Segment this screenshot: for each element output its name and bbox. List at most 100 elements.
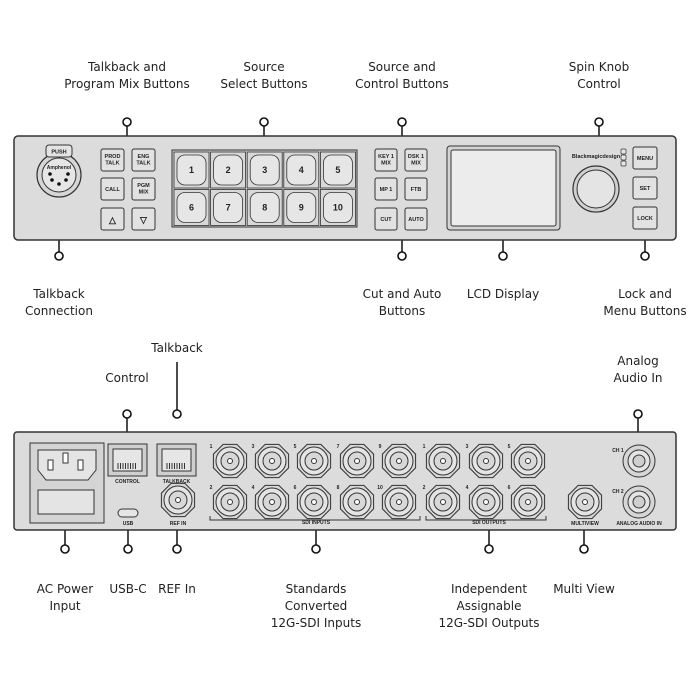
button-label: FTB <box>411 187 422 193</box>
callout-marker <box>498 251 508 261</box>
sdi-input-4[interactable] <box>254 484 290 520</box>
control-button-5[interactable]: AUTO <box>404 207 428 231</box>
sdi-output-4[interactable] <box>468 484 504 520</box>
source-button-7[interactable]: 7 <box>210 189 247 226</box>
source-button-label: 4 <box>299 165 304 175</box>
control-button-2[interactable]: MP 1 <box>374 177 398 201</box>
analog-audio-ch1-jack[interactable]: CH 1 <box>612 444 656 478</box>
port-number: 2 <box>210 485 213 491</box>
source-button-1[interactable]: 1 <box>173 151 210 189</box>
sdi-input-7[interactable] <box>339 443 375 479</box>
port-number: 4 <box>466 485 469 491</box>
sdi-input-1[interactable] <box>212 443 248 479</box>
source-button-8[interactable]: 8 <box>246 189 283 226</box>
talkback-ethernet-port[interactable]: TALKBACK <box>156 443 197 485</box>
up-arrow-button[interactable]: △ <box>100 207 125 231</box>
sdi-output-6[interactable] <box>510 484 546 520</box>
source-button-5[interactable]: 5 <box>319 151 356 189</box>
callout-label: Source and <box>368 60 436 74</box>
sdi-output-5[interactable] <box>510 443 546 479</box>
callout-label: Independent <box>451 582 527 596</box>
brand-logo: Blackmagicdesign <box>572 154 621 160</box>
source-button-label: 6 <box>189 203 194 213</box>
sdi-input-3[interactable] <box>254 443 290 479</box>
menu-button[interactable]: MENU <box>632 146 658 170</box>
sdi-input-9[interactable] <box>381 443 417 479</box>
source-button-6[interactable]: 6 <box>173 189 210 226</box>
control-button-3[interactable]: FTB <box>404 177 428 201</box>
port-label: TALKBACK <box>163 479 191 485</box>
channel-label: CH 1 <box>612 448 624 454</box>
sdi-input-10[interactable] <box>381 484 417 520</box>
lock-button[interactable]: LOCK <box>632 206 658 230</box>
callout-label: USB-C <box>109 582 146 596</box>
status-led <box>620 154 627 161</box>
sdi-input-8[interactable] <box>339 484 375 520</box>
down-arrow-button[interactable]: ▽ <box>131 207 156 231</box>
front-panel: PUSHAmphenolPRODTALKENGTALKCALLPGMMIX△▽1… <box>13 135 677 241</box>
source-button-label: 9 <box>299 203 304 213</box>
port-number: 1 <box>423 444 426 450</box>
front-bottom-callout: LCD Display <box>467 240 539 301</box>
sdi-output-1[interactable] <box>425 443 461 479</box>
callout-label: Buttons <box>379 304 425 318</box>
callout-label: 12G-SDI Inputs <box>271 616 361 630</box>
sdi-output-3[interactable] <box>468 443 504 479</box>
callout-marker <box>594 117 604 127</box>
sdi-input-6[interactable] <box>296 484 332 520</box>
button-label: MP 1 <box>380 187 393 193</box>
callout-marker <box>259 117 269 127</box>
button-label: CALL <box>105 187 120 193</box>
sdi-output-2[interactable] <box>425 484 461 520</box>
button-label: MIX <box>139 190 149 196</box>
callout-label: Audio In <box>613 371 662 385</box>
talk-button-2[interactable]: CALL <box>100 177 125 201</box>
rear-bottom-callout: USB-C <box>109 530 147 596</box>
source-button-2[interactable]: 2 <box>210 151 247 189</box>
port-number: 1 <box>210 444 213 450</box>
set-button[interactable]: SET <box>632 176 658 200</box>
rear-top-callout: Talkback <box>150 341 203 419</box>
analog-audio-ch2-jack[interactable]: CH 2 <box>612 485 656 519</box>
sdi-input-2[interactable] <box>212 484 248 520</box>
control-ethernet-port[interactable]: CONTROL <box>107 443 148 485</box>
source-button-4[interactable]: 4 <box>283 151 320 189</box>
source-button-3[interactable]: 3 <box>246 151 283 189</box>
xlr-pin <box>57 182 61 186</box>
source-button-9[interactable]: 9 <box>283 189 320 226</box>
control-button-4[interactable]: CUT <box>374 207 398 231</box>
callout-label: Talkback <box>150 341 203 355</box>
button-label: KEY 1 <box>378 154 394 160</box>
usb-label: USB <box>123 521 134 527</box>
callout-label: Cut and Auto <box>363 287 442 301</box>
ac-power-inlet <box>29 442 105 524</box>
callout-marker <box>122 117 132 127</box>
xlr-pin <box>48 172 52 176</box>
ref-in-bnc[interactable] <box>160 482 196 518</box>
callout-label: AC Power <box>37 582 94 596</box>
button-label: SET <box>640 186 651 192</box>
multiview-bnc[interactable] <box>567 484 603 520</box>
button-label: MIX <box>411 161 421 167</box>
rear-top-callout: Control <box>105 371 149 432</box>
port-number: 10 <box>377 485 383 491</box>
sdi-input-5[interactable] <box>296 443 332 479</box>
callout-marker <box>311 544 321 554</box>
xlr-push-label: PUSH <box>51 150 66 156</box>
usb-c-port[interactable] <box>117 508 139 518</box>
port-label: CONTROL <box>115 479 140 485</box>
source-button-10[interactable]: 10 <box>319 189 356 226</box>
ref-in-label: REF IN <box>170 521 187 527</box>
callout-marker <box>60 544 70 554</box>
button-label: PGM <box>137 183 150 189</box>
